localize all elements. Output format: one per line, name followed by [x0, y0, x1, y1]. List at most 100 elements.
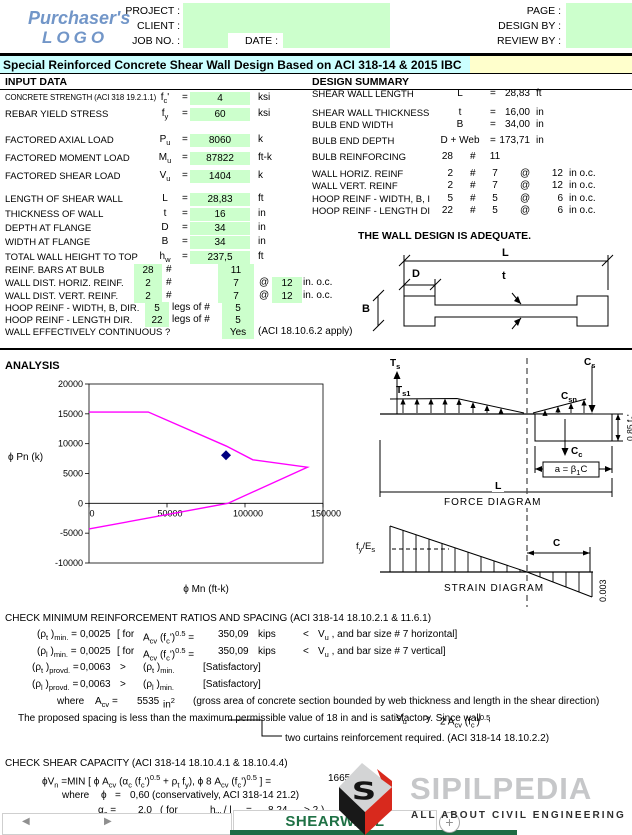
force-Ts-label: Ts: [390, 358, 401, 371]
summary-equals: =: [490, 135, 496, 146]
input-unit: k: [258, 170, 263, 181]
input-size-cell[interactable]: 7: [218, 277, 254, 290]
input-value-cell[interactable]: 60: [190, 108, 250, 121]
input-legs-size-cell[interactable]: 5: [222, 314, 254, 327]
input-value-cell[interactable]: 34: [190, 236, 250, 249]
input-value-cell[interactable]: 16: [190, 208, 250, 221]
summary-hash: #: [470, 151, 476, 162]
summary-symbol: B: [456, 119, 464, 130]
check-min-row0-frag4: 350,09: [218, 629, 249, 640]
input-value-cell[interactable]: 8060: [190, 134, 250, 147]
input-count-cell[interactable]: 2: [134, 290, 162, 303]
check-min-row1-frag0: (ρl )min. =: [37, 646, 77, 659]
summary-symbol: L: [457, 88, 463, 99]
force-arrowhead: [568, 402, 574, 409]
section-divider: [0, 89, 632, 90]
input-equals: =: [182, 251, 188, 262]
check-min-row0-frag6: <: [303, 629, 309, 640]
input-size-cell[interactable]: 7: [218, 290, 254, 303]
check-min-row4-frag3: in2: [163, 696, 175, 711]
summary-row-label: SHEAR WALL THICKNESS: [312, 108, 430, 119]
input-value-cell[interactable]: 87822: [190, 152, 250, 165]
tab-underline: [230, 830, 517, 835]
check-shear-row0-frag1: 1665: [328, 773, 351, 784]
chart-y-tick-label: 10000: [58, 439, 83, 449]
reviewby-input[interactable]: [566, 33, 632, 48]
summary-at: @: [520, 193, 531, 204]
summary-row-label: BULB REINFORCING: [312, 152, 406, 163]
summary-row-label: SHEAR WALL LENGTH: [312, 89, 414, 100]
chart-y-tick-label: 0: [78, 498, 83, 508]
summary-count: 5: [447, 193, 453, 204]
project-input[interactable]: [183, 3, 390, 18]
summary-hash: #: [470, 168, 476, 179]
input-symbol: D: [161, 222, 169, 233]
force-arrowhead: [470, 401, 476, 408]
input-row-label: WALL DIST. VERT. REINF.: [5, 291, 119, 302]
input-spacing-cell[interactable]: 12: [272, 290, 302, 303]
designby-input[interactable]: [566, 18, 632, 33]
check-min-row2-frag0: (ρt )provd. =: [32, 662, 79, 675]
input-row-label: WALL DIST. HORIZ. REINF.: [5, 278, 124, 289]
input-legs-count-cell[interactable]: 5: [145, 302, 169, 315]
input-row-label: HOOP REINF - LENGTH DIR.: [5, 315, 133, 326]
title-bar: [0, 56, 470, 73]
input-spacing-unit: in. o.c.: [303, 290, 333, 301]
input-value-cell[interactable]: 1404: [190, 170, 250, 183]
input-symbol: fy: [161, 108, 169, 121]
input-legs-count-cell[interactable]: 22: [145, 314, 169, 327]
adequacy-message: THE WALL DESIGN IS ADEQUATE.: [358, 230, 532, 242]
designby-label: DESIGN BY :: [498, 20, 561, 32]
summary-symbol: t: [458, 107, 462, 118]
check-min-row1-frag1: 0,0025: [80, 646, 111, 657]
input-row-label: LENGTH OF SHEAR WALL: [5, 194, 123, 205]
input-legs-size-cell[interactable]: 5: [222, 302, 254, 315]
summary-value: 173,71: [499, 135, 530, 146]
summary-size: 7: [492, 168, 498, 179]
summary-equals: =: [490, 107, 496, 118]
page-input[interactable]: [566, 3, 632, 18]
check-min-row1-frag4: 350,09: [218, 646, 249, 657]
force-arrowhead: [498, 408, 504, 415]
input-hash: #: [166, 277, 172, 288]
input-bool-cell[interactable]: Yes: [222, 326, 254, 339]
input-spacing-cell[interactable]: 12: [272, 277, 302, 290]
date-input[interactable]: [283, 33, 390, 48]
input-size-cell[interactable]: 11: [218, 264, 254, 277]
input-at: @: [259, 290, 270, 301]
nav-left-arrow-icon[interactable]: ◀: [22, 816, 30, 827]
summary-value: 16,00: [504, 107, 530, 118]
summary-size: 5: [492, 205, 498, 216]
input-equals: =: [182, 152, 188, 163]
date-label: DATE :: [244, 35, 278, 47]
nav-right-arrow-icon[interactable]: ▶: [104, 816, 112, 827]
input-equals: =: [182, 134, 188, 145]
force-arrowhead: [400, 398, 406, 405]
summary-spacing: 6: [557, 193, 563, 204]
input-unit: ft: [258, 193, 264, 204]
summary-unit: in: [536, 135, 544, 146]
client-input[interactable]: [183, 18, 390, 33]
input-value-cell[interactable]: 237,5: [190, 251, 250, 264]
add-sheet-button[interactable]: +: [439, 812, 460, 833]
force-Cs-label: Cs: [584, 357, 596, 370]
leader-line: [228, 719, 282, 737]
input-value-cell[interactable]: 4: [190, 92, 250, 105]
summary-unit: ft: [536, 88, 542, 99]
input-value-cell[interactable]: 28,83: [190, 193, 250, 206]
strain-C-label: C: [553, 538, 561, 549]
input-value-cell[interactable]: 34: [190, 222, 250, 235]
jobno-input[interactable]: [183, 33, 228, 48]
check-shear-row2-frag1: 2,0: [138, 805, 152, 816]
check-min-row3-frag4: [Satisfactory]: [203, 679, 261, 690]
input-unit: ft-k: [258, 152, 272, 163]
check-min-row5-frag1: Vu: [396, 713, 407, 726]
summary-at: @: [520, 168, 531, 179]
input-row-label: TOTAL WALL HEIGHT TO TOP: [5, 252, 138, 263]
input-count-cell[interactable]: 2: [134, 277, 162, 290]
input-count-cell[interactable]: 28: [134, 264, 162, 277]
purchaser-logo-line2: LOGO: [42, 28, 109, 47]
input-unit: k: [258, 134, 263, 145]
input-bool-note: (ACI 18.10.6.2 apply): [258, 326, 353, 337]
